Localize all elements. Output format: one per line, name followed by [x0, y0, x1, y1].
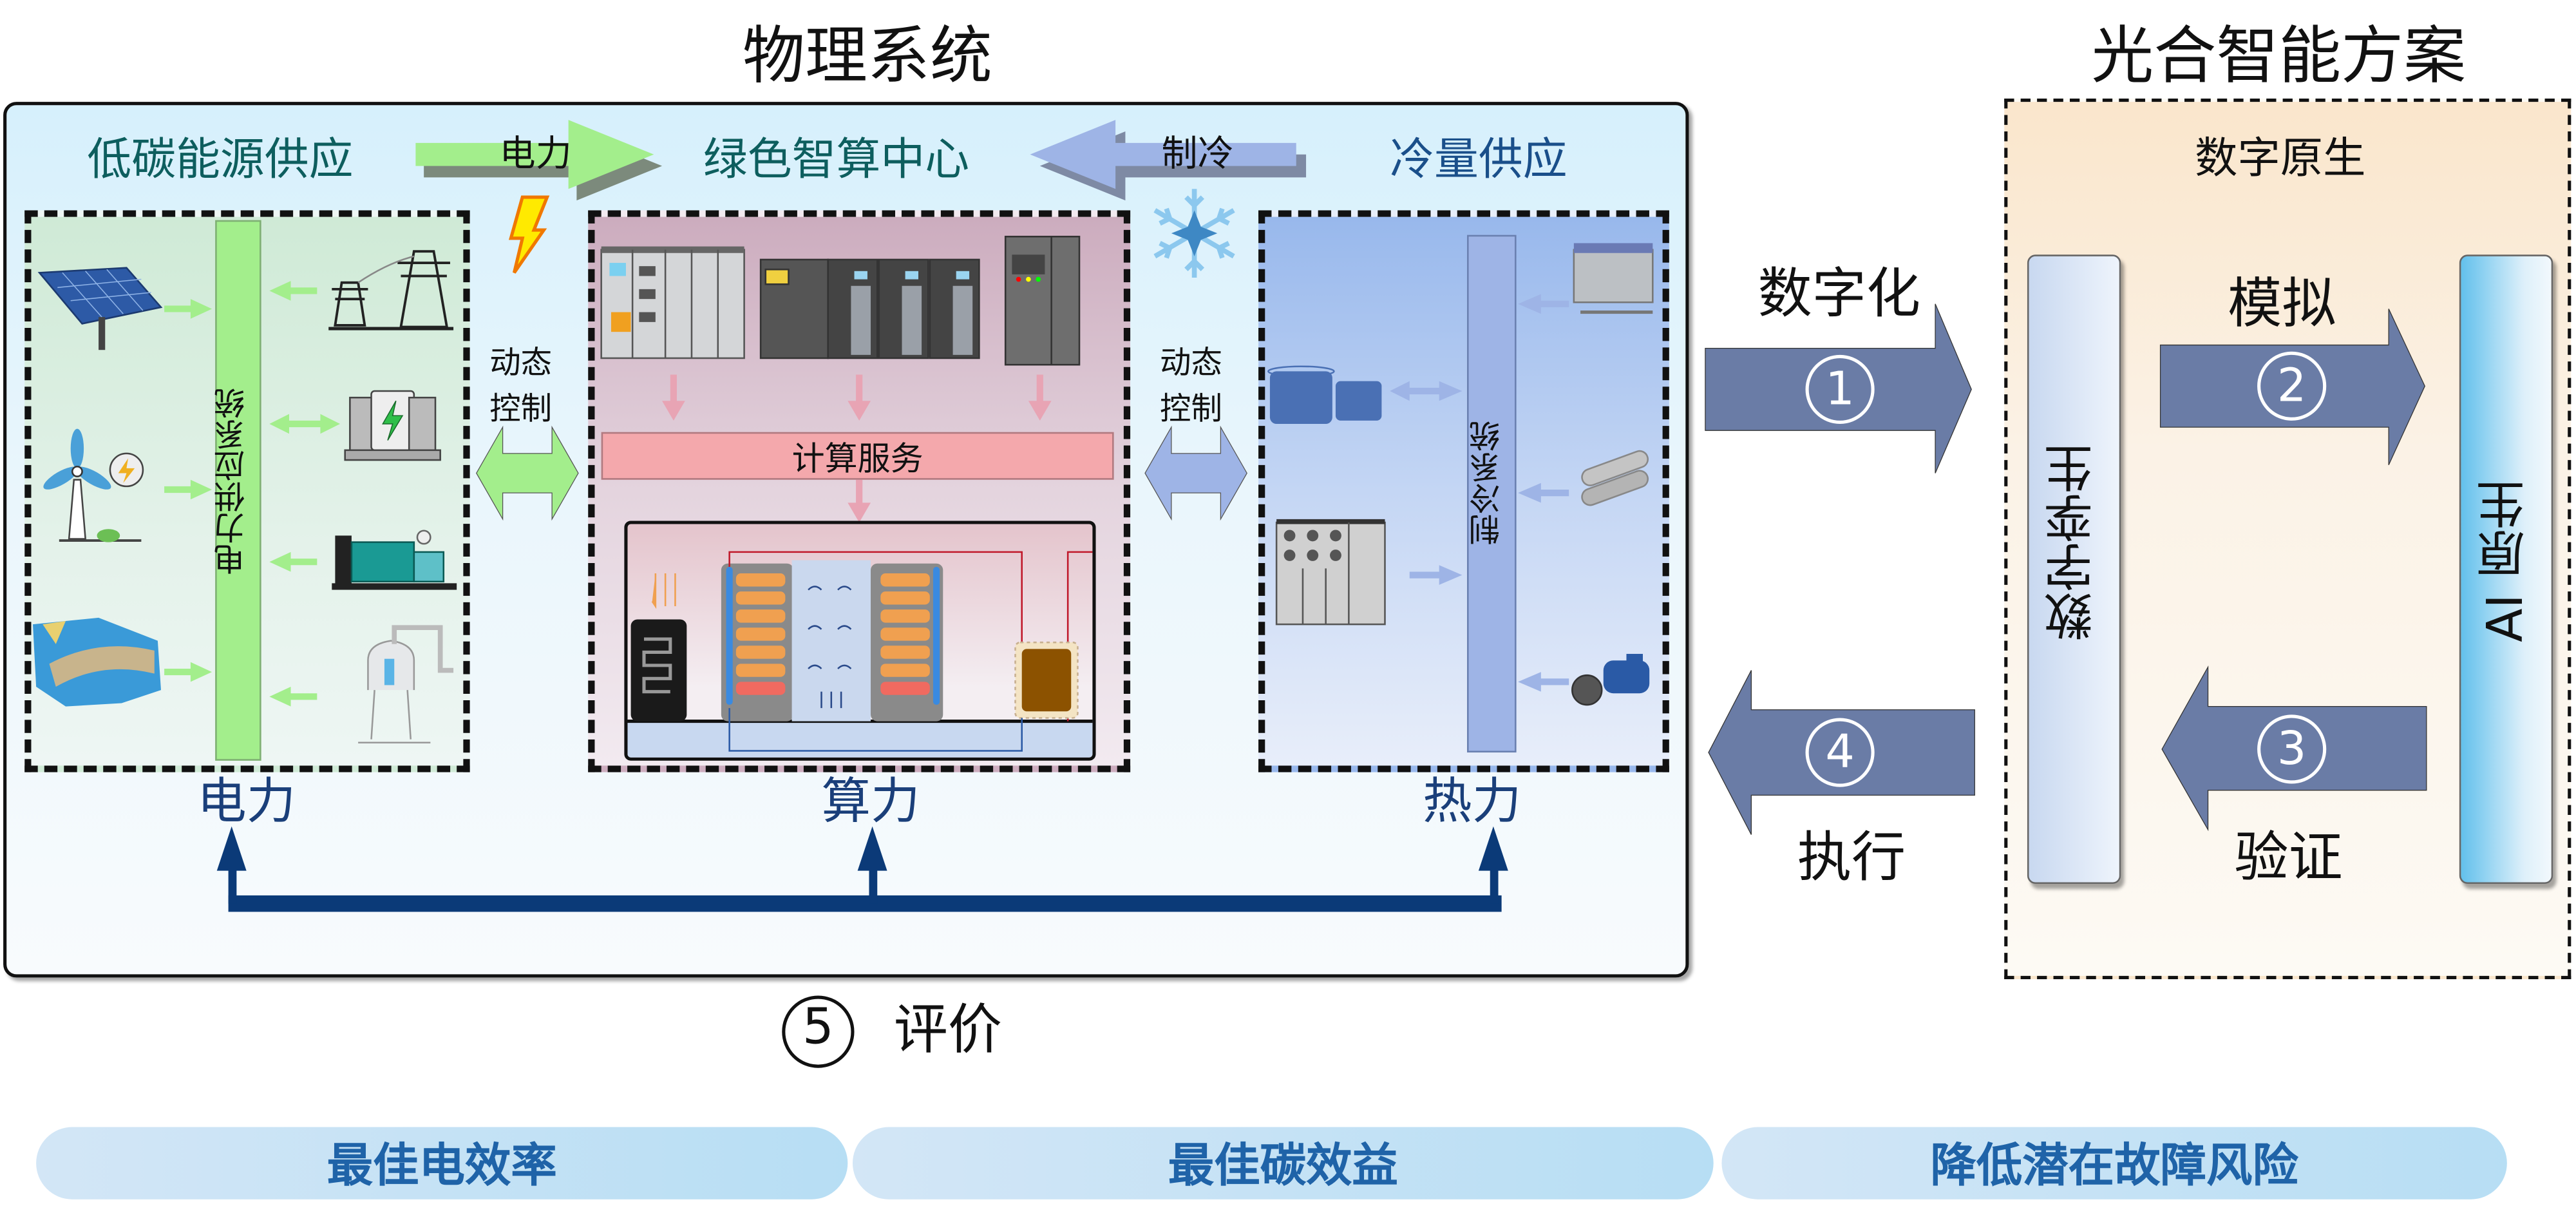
compute-service-bar: 计算服务 — [601, 432, 1114, 480]
step-3-number: 3 — [2277, 721, 2307, 776]
outcome-label: 最佳电效率 — [327, 1138, 557, 1193]
step-3-arrow — [2161, 665, 2427, 832]
dynamic-control-right-line2: 控制 — [1160, 390, 1222, 428]
hydro-dam-icon — [33, 617, 161, 707]
step-4-label: 执行 — [1797, 825, 1906, 889]
step-4-number: 4 — [1825, 724, 1855, 779]
chiller-cabinet-icon — [1275, 519, 1386, 626]
outcome-pill-fault-risk: 降低潜在故障风险 — [1721, 1127, 2507, 1200]
cooling-system-bus — [1467, 234, 1517, 753]
thermal-label: 热力 — [1423, 774, 1522, 832]
power-label: 电力 — [197, 774, 296, 832]
compute-service-label: 计算服务 — [791, 438, 923, 479]
power-supply-bus — [215, 220, 261, 761]
distribution-cabinet-icon — [1004, 235, 1081, 366]
solution-title: 光合智能方案 — [2091, 19, 2467, 92]
physical-system-title: 物理系统 — [743, 19, 992, 92]
step-1-label: 数字化 — [1757, 261, 1921, 325]
cooling-arrows — [1390, 294, 1569, 692]
outcome-pill-power-efficiency: 最佳电效率 — [36, 1127, 848, 1200]
wind-turbine-icon — [43, 428, 144, 542]
step-2-label: 模拟 — [2228, 271, 2336, 336]
step-1-number: 1 — [1825, 361, 1855, 416]
digital-native-label: 数字原生 — [2195, 135, 2366, 184]
step-4-arrow — [1708, 670, 1975, 835]
cooling-supply-label: 冷量供应 — [1390, 135, 1567, 186]
outcome-label: 最佳碳效益 — [1168, 1138, 1398, 1193]
step-2-arrow — [2159, 309, 2425, 466]
gas-tank-icon — [358, 625, 454, 744]
battery-storage-icon — [344, 390, 441, 461]
power-arrow-label: 电力 — [499, 135, 572, 176]
dynamic-control-left-line2: 控制 — [489, 390, 553, 428]
power-input-arrows — [164, 281, 341, 707]
digital-twin-block — [2027, 254, 2121, 885]
storage-tanks-icon — [1267, 365, 1382, 424]
switchgear-cabinet-icon — [600, 246, 745, 359]
transmission-tower-icon — [328, 250, 454, 330]
dynamic-control-right-line1: 动态 — [1160, 345, 1222, 381]
cooling-tower-icon — [1573, 243, 1654, 314]
compute-label: 算力 — [821, 774, 920, 832]
heat-exchanger-icon — [1581, 450, 1649, 506]
low-carbon-energy-label: 低碳能源供应 — [87, 135, 354, 186]
green-computing-center-label: 绿色智算中心 — [703, 135, 970, 186]
water-pump-icon — [1571, 654, 1650, 706]
dynamic-control-left-line1: 动态 — [489, 345, 553, 381]
evaluation-number: 5 — [802, 999, 834, 1057]
ai-native-block — [2459, 254, 2553, 885]
outcome-pill-carbon-benefit: 最佳碳效益 — [852, 1127, 1714, 1200]
ups-cabinets-icon — [759, 258, 980, 359]
evaluation-label: 评价 — [893, 997, 1003, 1062]
diesel-generator-icon — [332, 530, 457, 590]
data-hall-schematic — [624, 521, 1096, 761]
step-3-label: 验证 — [2234, 825, 2343, 889]
outcome-label: 降低潜在故障风险 — [1930, 1138, 2298, 1193]
step-2-number: 2 — [2277, 358, 2307, 413]
solar-panel-icon — [37, 267, 163, 350]
cooling-arrow-label: 制冷 — [1161, 135, 1234, 176]
step-1-arrow — [1705, 303, 1972, 473]
compute-down-arrows — [662, 374, 1052, 522]
